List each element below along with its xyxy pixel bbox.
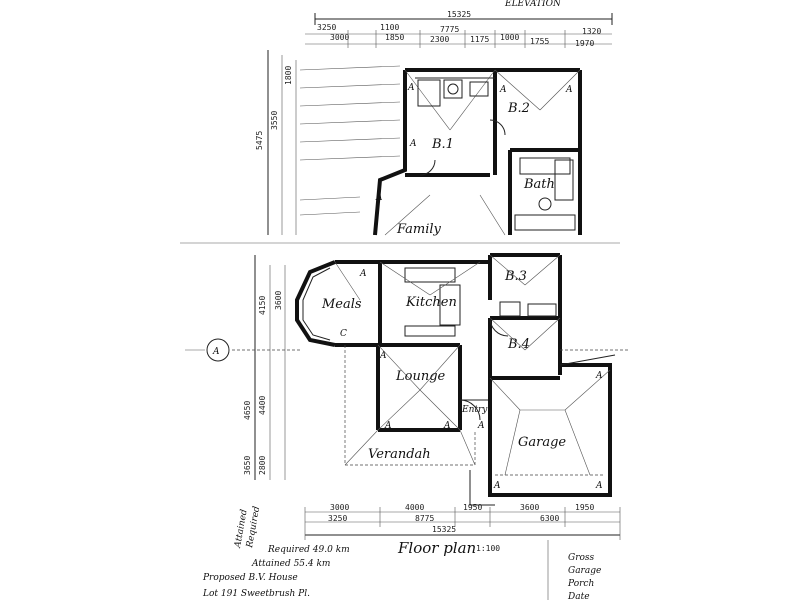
room-label-b1: B.1 [431,137,454,152]
room-label-b3: B.3 [504,269,527,284]
svg-text:A: A [375,193,383,203]
top-dimension-lines: ELEVATION 15325 3250 3000 1100 1850 7775… [305,0,613,48]
svg-text:A: A [407,83,415,93]
bottom-total-dim: 15325 [432,525,456,534]
left-dim-lower-1: 4150 [258,296,267,315]
section-marker-label: A [212,347,220,357]
svg-text:A: A [384,421,392,431]
top-dim-7: 1175 [470,35,489,44]
left-dim-upper-2: 3550 [270,111,279,130]
svg-text:A: A [499,85,507,95]
bottom-dim-8: 6300 [540,514,559,523]
top-dim-6: 2300 [430,35,449,44]
legend-block: Gross Garage Porch Date [547,540,601,600]
top-dim-4: 1850 [385,33,404,42]
top-dim-1: 3250 [317,23,336,32]
room-label-verandah: Verandah [368,447,431,462]
left-dim-lower-5: 3650 [243,456,252,475]
top-dim-11: 1970 [575,39,594,48]
room-label-bath: Bath [523,177,555,192]
project-line-1: Proposed B.V. House [202,573,298,583]
left-dim-lower-2: 3600 [274,291,283,310]
room-label-lounge: Lounge [395,369,446,384]
svg-text:A: A [379,351,387,361]
lower-plan: A C A A A A A A A Meals Kitchen B.3 B.4 … [295,253,616,506]
bottom-dim-5: 1950 [575,503,594,512]
svg-text:A: A [443,421,451,431]
svg-text:A: A [595,481,603,491]
left-dim-lower-4: 4400 [258,396,267,415]
bottom-dim-2: 4000 [405,503,424,512]
svg-text:A: A [595,371,603,381]
bottom-dim-4: 3600 [520,503,539,512]
legend-item-gross: Gross [568,553,595,563]
svg-text:A: A [477,421,485,431]
top-dim-2: 3000 [330,33,349,42]
room-label-entry: Entry [461,405,488,415]
left-dim-upper-3: 1800 [284,66,293,85]
room-label-b2: B.2 [507,101,530,116]
room-label-kitchen: Kitchen [405,295,457,310]
left-dim-lower-6: 2800 [258,456,267,475]
project-line-2: Lot 191 Sweetbrush Pl. [202,589,310,599]
project-title: Proposed B.V. House Lot 191 Sweetbrush P… [202,573,310,599]
room-label-garage: Garage [518,435,566,450]
top-dim-8: 1000 [500,33,519,42]
bottom-dimension-lines: 3000 4000 1950 3600 1950 3250 8775 6300 … [304,503,621,540]
left-dim-upper-1: 5475 [255,131,264,150]
elevation-label: ELEVATION [504,0,562,9]
required-area: Required 49.0 km [267,545,350,555]
left-dimension-lines: 5475 3550 1800 4150 3600 4650 4400 3650 … [243,50,401,480]
floor-plan-scale: 1:100 [476,544,500,553]
svg-text:A: A [493,481,501,491]
top-total-dim: 15325 [447,10,471,19]
legend-item-porch: Porch [567,579,594,589]
svg-text:A: A [565,85,573,95]
top-dim-5: 7775 [440,25,459,34]
bottom-dim-7: 8775 [415,514,434,523]
room-label-meals: Meals [321,297,362,312]
svg-text:C: C [340,329,347,339]
bottom-dim-1: 3000 [330,503,349,512]
left-dim-lower-3: 4650 [243,401,252,420]
floor-plan-label: Floor plan [397,539,476,557]
legend-item-date: Date [567,592,590,600]
bottom-dim-3: 1950 [463,503,482,512]
top-dim-10: 1320 [582,27,601,36]
section-marker: A [185,338,630,362]
attained-area: Attained 55.4 km [251,559,330,569]
legend-item-garage: Garage [568,566,601,576]
upper-plan: A A A A A B.1 B.2 Bath Family [373,68,582,237]
room-label-family: Family [396,222,442,237]
top-dim-3: 1100 [380,23,399,32]
svg-text:A: A [359,269,367,279]
bottom-dim-6: 3250 [328,514,347,523]
top-dim-9: 1755 [530,37,549,46]
floor-plan-title: Floor plan 1:100 [397,539,500,557]
svg-text:A: A [409,139,417,149]
room-label-b4: B.4 [507,337,530,352]
